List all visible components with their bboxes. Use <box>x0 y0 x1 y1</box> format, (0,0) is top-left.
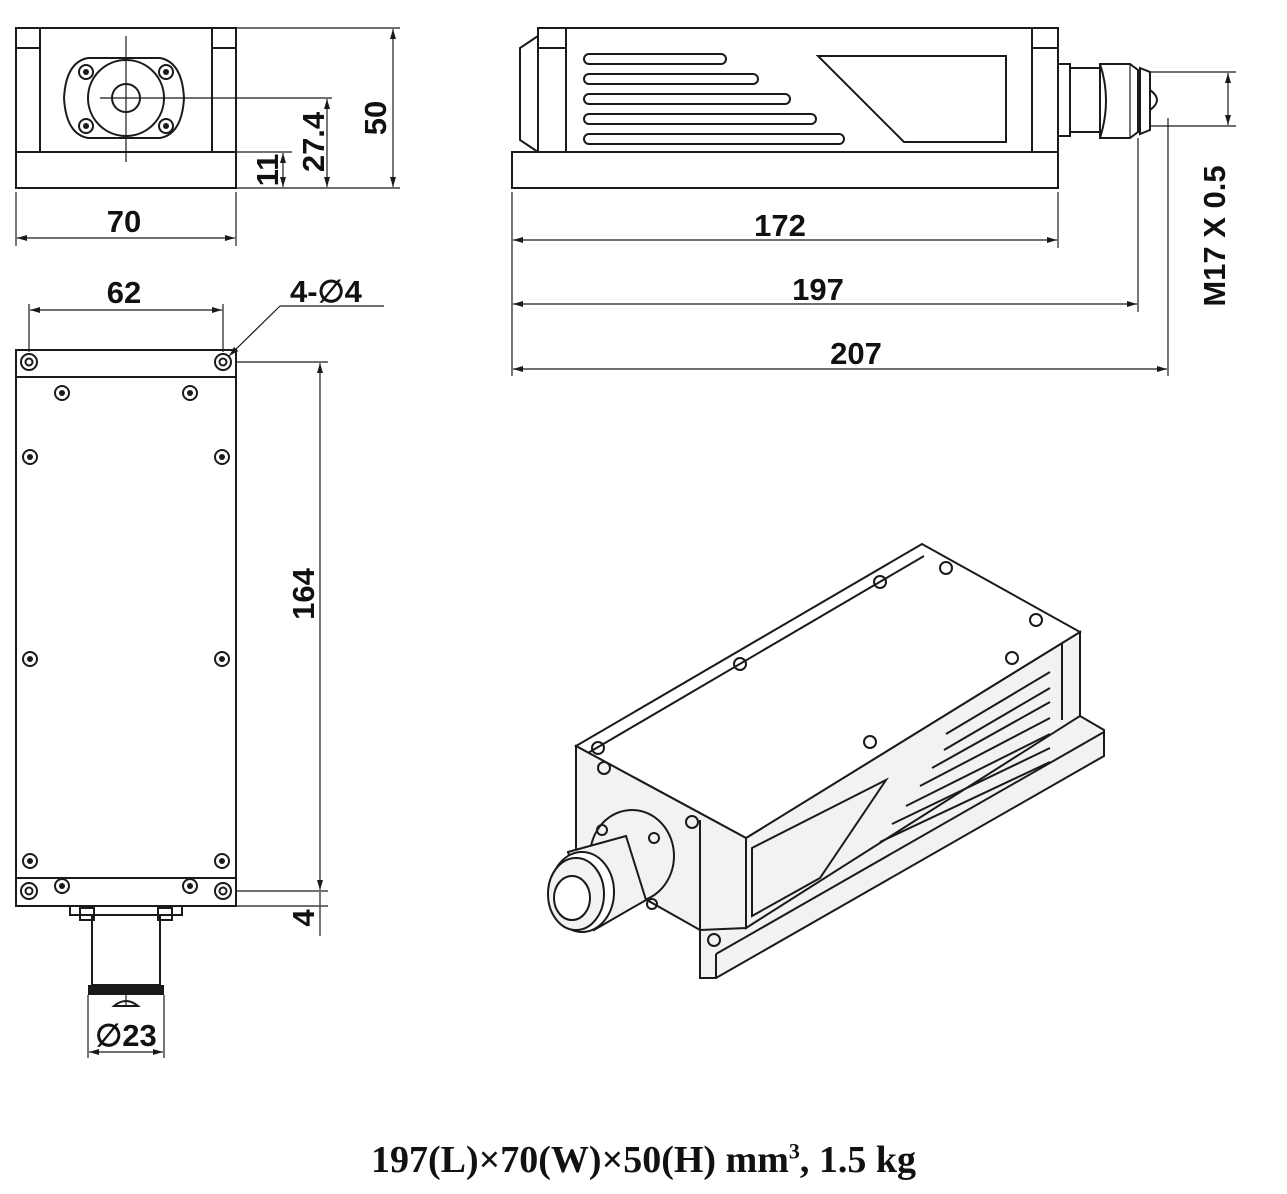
front-view: 70 50 27.4 11 <box>15 27 400 246</box>
front-base-label: 11 <box>250 154 285 187</box>
edge-label: 4 <box>286 909 321 927</box>
side-body <box>537 27 1059 153</box>
iso-cooling-fins <box>879 671 1051 843</box>
hole-leader <box>228 305 281 357</box>
nozzle-diameter-label: ∅23 <box>95 1018 157 1053</box>
body-length-label: 172 <box>754 208 806 243</box>
side-base <box>511 151 1059 189</box>
overall-length-label: 207 <box>830 336 882 371</box>
front-screws <box>78 64 174 134</box>
cooling-fins <box>583 53 845 145</box>
top-view: ∅23 62 4-∅4 164 4 <box>15 274 384 1058</box>
output-nozzle <box>69 905 183 1007</box>
top-screws <box>22 385 230 894</box>
caption-superscript: 3 <box>788 1138 800 1164</box>
hole-spacing-label: 62 <box>107 275 141 310</box>
front-height-label: 50 <box>358 101 393 135</box>
iso-top-screws <box>591 561 1043 947</box>
top-length-label: 164 <box>286 567 321 619</box>
side-connector <box>1057 63 1158 139</box>
front-width-label: 70 <box>107 204 141 239</box>
top-outline <box>15 349 237 907</box>
hole-callout-label: 4-∅4 <box>290 274 363 309</box>
caption-dimensions: 197(L)×70(W)×50(H) mm <box>370 1139 789 1181</box>
front-center-label: 27.4 <box>296 111 331 172</box>
side-window <box>815 55 1007 143</box>
iso-front-connector <box>547 809 675 933</box>
side-view: M17 X 0.5 172 197 207 <box>511 27 1236 376</box>
isometric-view <box>547 542 1105 979</box>
iso-window <box>751 777 889 918</box>
thread-label: M17 X 0.5 <box>1197 165 1232 306</box>
front-flange <box>62 57 186 139</box>
mounting-holes <box>20 353 232 900</box>
specification-caption: 197(L)×70(W)×50(H) mm3, 1.5 kg <box>0 1138 1287 1182</box>
caption-weight: , 1.5 kg <box>799 1139 917 1181</box>
total-length-label: 197 <box>792 272 844 307</box>
